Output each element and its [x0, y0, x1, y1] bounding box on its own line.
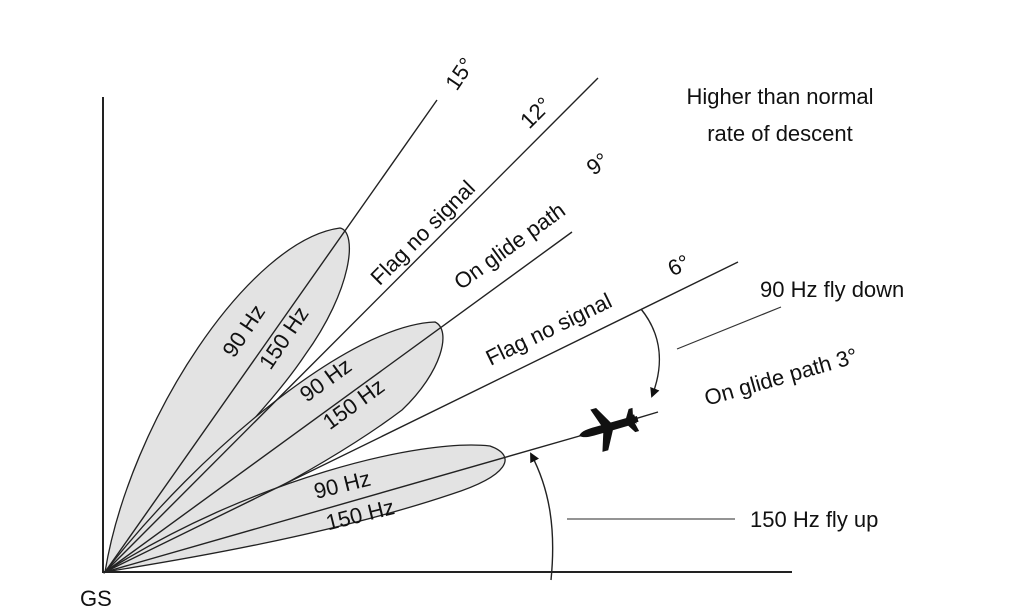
angle-12-label: 12° — [515, 92, 556, 133]
angle-6-label: 6° — [664, 249, 694, 281]
lobe-lower — [104, 444, 506, 573]
fly-up-label: 150 Hz fly up — [750, 507, 878, 532]
fly-down-label: 90 Hz fly down — [760, 277, 904, 302]
line-6-deg — [104, 261, 739, 573]
line-15-deg — [104, 99, 438, 573]
rate-of-descent-label: rate of descent — [707, 121, 853, 146]
higher-than-normal-label: Higher than normal — [686, 84, 873, 109]
fly-down-leader — [676, 306, 782, 350]
fly-up-arrow — [530, 452, 554, 581]
line-12-deg — [104, 77, 599, 573]
angle-15-label: 15° — [440, 53, 479, 95]
gs-label: GS — [80, 586, 112, 611]
fly-down-arrow — [640, 308, 661, 398]
on-glide-path-3: On glide path 3° — [702, 343, 861, 411]
line-9-deg — [104, 231, 573, 573]
flag-no-signal-lower: Flag no signal — [482, 288, 616, 371]
airplane-icon — [579, 407, 640, 452]
angle-9-label: 9° — [582, 148, 614, 181]
line-3-deg — [104, 432, 591, 573]
